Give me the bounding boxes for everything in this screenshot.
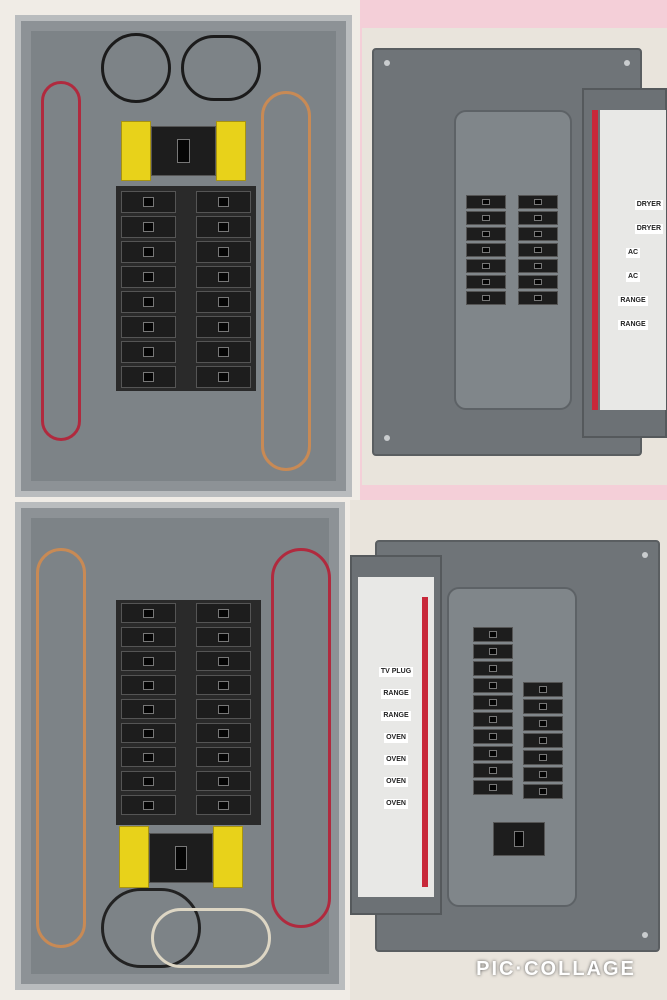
watermark: PIC·COLLAGE: [476, 958, 636, 980]
breaker: [196, 316, 251, 338]
breaker: [466, 243, 506, 257]
breaker: [473, 661, 513, 676]
breaker: [473, 746, 513, 761]
breaker: [518, 243, 558, 257]
breaker: [473, 763, 513, 778]
breaker: [121, 651, 176, 671]
breaker: [518, 291, 558, 305]
directory-label: OVEN: [384, 799, 408, 809]
breaker: [196, 191, 251, 213]
circuit-directory: DRYER DRYER AC AC RANGE RANGE: [600, 110, 666, 410]
breaker: [523, 784, 563, 799]
breaker: [121, 795, 176, 815]
breaker: [196, 723, 251, 743]
breaker: [196, 341, 251, 363]
breaker: [473, 627, 513, 642]
breaker: [121, 341, 176, 363]
directory-label: RANGE: [618, 320, 648, 330]
breaker: [523, 733, 563, 748]
breaker: [466, 227, 506, 241]
photo-panel-cover-bottom: TV PLUG RANGE RANGE OVEN OVEN OVEN OVEN: [350, 500, 667, 1000]
breaker: [121, 316, 176, 338]
breaker: [196, 675, 251, 695]
photo-open-panel-top: [0, 0, 360, 500]
breaker: [523, 767, 563, 782]
directory-label: RANGE: [381, 689, 411, 699]
breaker: [121, 291, 176, 313]
breaker: [121, 241, 176, 263]
main-breaker: [493, 822, 545, 856]
panel-enclosure: [15, 502, 345, 990]
breaker: [518, 275, 558, 289]
breaker: [196, 795, 251, 815]
breaker: [473, 678, 513, 693]
photo-open-panel-bottom: [0, 500, 350, 1000]
main-breaker: [151, 126, 216, 176]
breaker: [121, 747, 176, 767]
circuit-directory: TV PLUG RANGE RANGE OVEN OVEN OVEN OVEN: [358, 577, 434, 897]
breaker: [121, 191, 176, 213]
breaker: [523, 682, 563, 697]
directory-label: OVEN: [384, 777, 408, 787]
panel-enclosure: [15, 15, 352, 497]
breaker: [196, 291, 251, 313]
breaker: [196, 627, 251, 647]
photo-panel-cover-top: DRYER DRYER AC AC RANGE RANGE: [362, 28, 667, 485]
directory-label: AC: [625, 248, 641, 258]
breaker: [196, 216, 251, 238]
breaker: [473, 695, 513, 710]
directory-label: OVEN: [384, 733, 408, 743]
breaker: [523, 716, 563, 731]
main-breaker: [149, 833, 213, 883]
panel-door: DRYER DRYER AC AC RANGE RANGE: [582, 88, 667, 438]
breaker: [523, 750, 563, 765]
breaker: [466, 275, 506, 289]
breaker: [121, 603, 176, 623]
breaker: [121, 266, 176, 288]
panel-door: TV PLUG RANGE RANGE OVEN OVEN OVEN OVEN: [350, 555, 442, 915]
directory-label: DRYER: [634, 224, 663, 234]
breaker: [121, 699, 176, 719]
breaker: [466, 291, 506, 305]
breaker: [473, 780, 513, 795]
breaker: [121, 771, 176, 791]
breaker: [466, 211, 506, 225]
main-breaker-handle: [119, 826, 149, 888]
breaker: [473, 712, 513, 727]
breaker: [196, 651, 251, 671]
breaker: [466, 195, 506, 209]
breaker: [121, 216, 176, 238]
breaker: [518, 195, 558, 209]
breaker: [196, 747, 251, 767]
breaker: [196, 366, 251, 388]
main-breaker-handle: [121, 121, 151, 181]
directory-label: AC: [625, 272, 641, 282]
breaker: [121, 627, 176, 647]
breaker: [196, 241, 251, 263]
breaker: [518, 211, 558, 225]
breaker: [196, 603, 251, 623]
breaker: [518, 259, 558, 273]
breaker: [196, 771, 251, 791]
directory-label: RANGE: [381, 711, 411, 721]
directory-label: RANGE: [618, 296, 648, 306]
breaker: [466, 259, 506, 273]
main-breaker-handle: [216, 121, 246, 181]
main-breaker-handle: [213, 826, 243, 888]
breaker: [121, 723, 176, 743]
breaker: [473, 729, 513, 744]
breaker: [518, 227, 558, 241]
breaker: [473, 644, 513, 659]
directory-label: DRYER: [634, 200, 663, 210]
breaker: [196, 266, 251, 288]
breaker: [121, 366, 176, 388]
breaker: [196, 699, 251, 719]
breaker: [523, 699, 563, 714]
directory-label: OVEN: [384, 755, 408, 765]
breaker: [121, 675, 176, 695]
directory-label: TV PLUG: [378, 667, 414, 677]
